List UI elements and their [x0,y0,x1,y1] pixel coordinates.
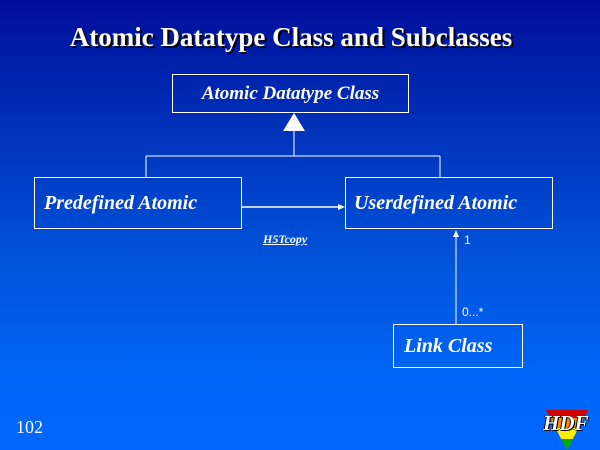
copy-arrowhead [338,204,345,210]
node-label: Link Class [404,334,493,357]
hdf-logo-text: HDF [543,411,589,435]
association-arrowhead [453,230,459,237]
node-label: Atomic Datatype Class [201,82,380,104]
multiplicity-target: 1 [464,233,471,247]
node-atomic-datatype-class: Atomic Datatype Class [172,74,409,113]
slide-title: Atomic Datatype Class and Subclasses [69,22,513,52]
inheritance-arrowhead [283,113,305,131]
node-link-class: Link Class [393,324,523,368]
page-number: 102 [16,417,43,437]
node-userdefined-atomic: Userdefined Atomic [345,177,553,229]
edge-label-h5tcopy: H5Tcopy [263,232,308,246]
node-label: Predefined Atomic [44,191,198,214]
node-predefined-atomic: Predefined Atomic [34,177,242,229]
node-label: Userdefined Atomic [354,191,518,214]
hdf-logo-icon [546,410,588,450]
multiplicity-source: 0...* [462,305,484,319]
